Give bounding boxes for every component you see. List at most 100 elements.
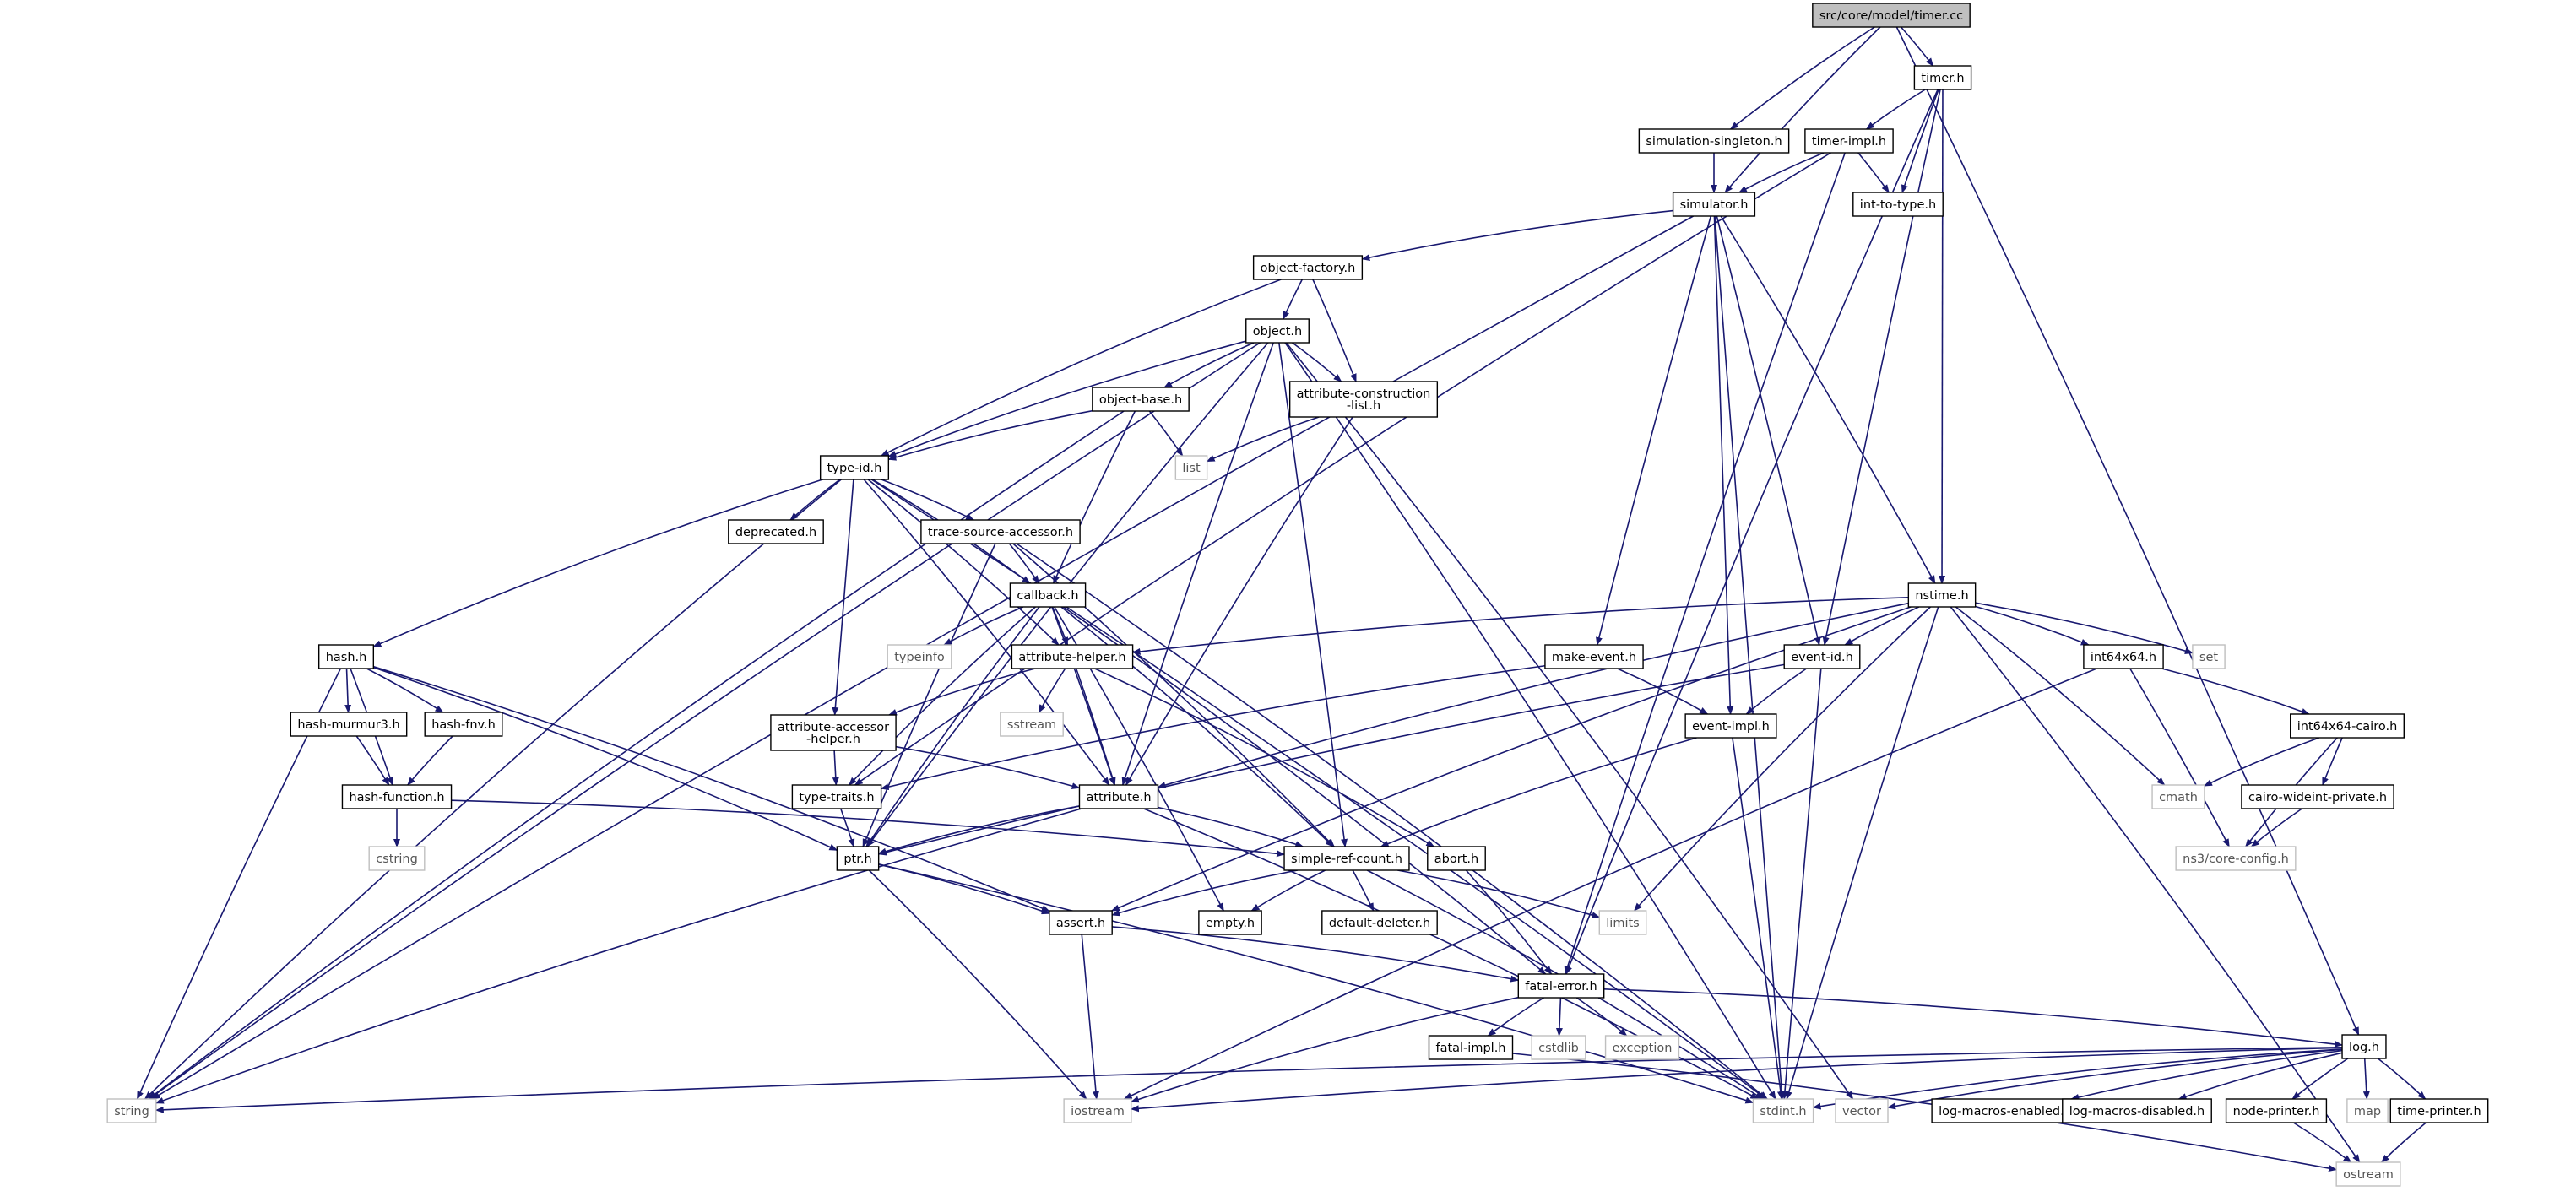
edge-timer-h-to-timer-impl-h	[1865, 89, 1926, 130]
node-object-base-h[interactable]: object-base.h	[1092, 387, 1190, 412]
node-hash-function-h[interactable]: hash-function.h	[341, 784, 453, 809]
edge-timer-cc-to-simulator-h	[1724, 26, 1881, 193]
node-fatal-impl-h[interactable]: fatal-impl.h	[1428, 1035, 1514, 1060]
node-default-deleter-h[interactable]: default-deleter.h	[1321, 910, 1438, 935]
node-object-h[interactable]: object.h	[1245, 318, 1310, 344]
node-cairo-wideint-private-h[interactable]: cairo-wideint-private.h	[2241, 784, 2394, 809]
node-int64x64-cairo-h[interactable]: int64x64-cairo.h	[2290, 713, 2405, 739]
node-box	[2241, 784, 2394, 809]
node-label: trace-source-accessor.h	[928, 526, 1073, 539]
edge-nstime-h-to-ostream	[1950, 606, 2361, 1163]
node-label: fatal-impl.h	[1435, 1042, 1505, 1055]
node-node-printer-h[interactable]: node-printer.h	[2225, 1098, 2328, 1123]
node-cstring: cstring	[368, 846, 426, 871]
node-timer-impl-h[interactable]: timer-impl.h	[1804, 128, 1894, 154]
node-fatal-error-h[interactable]: fatal-error.h	[1517, 973, 1605, 999]
node-label: event-id.h	[1791, 651, 1853, 664]
node-log-macros-enabled-h[interactable]: log-macros-enabled.h	[1931, 1098, 2080, 1123]
node-callback-h[interactable]: callback.h	[1009, 582, 1087, 608]
node-make-event-h[interactable]: make-event.h	[1544, 644, 1644, 669]
node-label: limits	[1606, 917, 1639, 930]
node-object-factory-h[interactable]: object-factory.h	[1252, 255, 1364, 280]
node-log-h[interactable]: log.h	[2341, 1034, 2387, 1059]
node-simulation-singleton-h[interactable]: simulation-singleton.h	[1638, 128, 1790, 154]
node-box	[2335, 1161, 2401, 1187]
node-ptr-h[interactable]: ptr.h	[836, 846, 880, 871]
edge-object-h-to-attribute-h	[1121, 342, 1274, 786]
edge-event-id-h-to-ptr-h	[877, 663, 1785, 856]
edge-simulator-h-to-make-event-h	[1596, 215, 1712, 646]
node-box	[368, 846, 426, 871]
edge-cairo-wideint-private-h-to-ns3-core-config-h	[2250, 808, 2302, 847]
node-box	[2192, 644, 2226, 669]
node-int-to-type-h[interactable]: int-to-type.h	[1852, 192, 1944, 217]
edge-log-h-to-vector	[1887, 1048, 2343, 1110]
node-hash-fnv-h[interactable]: hash-fnv.h	[424, 712, 503, 737]
node-timer-cc[interactable]: src/core/model/timer.cc	[1812, 3, 1971, 28]
node-attribute-accessor-helper-h[interactable]: attribute-accessor-helper.h	[770, 714, 897, 751]
node-hash-h[interactable]: hash.h	[317, 644, 375, 669]
node-trace-source-accessor-h[interactable]: trace-source-accessor.h	[920, 519, 1081, 544]
node-attribute-construction-list-h[interactable]: attribute-construction-list.h	[1288, 381, 1439, 418]
edge-nstime-h-to-limits	[1633, 606, 1931, 912]
node-box	[1198, 910, 1262, 935]
node-label: cstring	[376, 853, 418, 866]
edge-attribute-helper-h-to-attribute-h	[1075, 668, 1116, 786]
node-typeinfo: typeinfo	[887, 644, 952, 669]
node-box	[2083, 644, 2164, 669]
node-time-printer-h[interactable]: time-printer.h	[2389, 1098, 2489, 1123]
node-label: attribute.h	[1086, 791, 1151, 804]
node-label: set	[2199, 651, 2218, 664]
edge-hash-h-to-ptr-h	[373, 666, 838, 851]
node-label: nstime.h	[1915, 589, 1968, 603]
node-timer-h[interactable]: timer.h	[1913, 65, 1972, 90]
node-hash-murmur3-h[interactable]: hash-murmur3.h	[290, 712, 408, 737]
edge-object-h-to-stdint-h	[1284, 342, 1776, 1100]
edge-callback-h-to-attribute-h	[1051, 606, 1116, 786]
node-simple-ref-count-h[interactable]: simple-ref-count.h	[1283, 846, 1410, 871]
edge-callback-h-to-ptr-h	[865, 606, 1040, 847]
node-empty-h[interactable]: empty.h	[1198, 910, 1262, 935]
edge-nstime-h-to-int64x64-h	[1975, 605, 2090, 646]
node-label: string	[114, 1105, 149, 1118]
node-label: simple-ref-count.h	[1291, 853, 1402, 866]
node-box	[2346, 1098, 2389, 1123]
edge-hash-function-h-to-simple-ref-count-h	[451, 799, 1286, 858]
node-int64x64-h[interactable]: int64x64.h	[2083, 644, 2164, 669]
node-box	[2062, 1098, 2212, 1123]
node-box	[1783, 644, 1861, 669]
node-event-impl-h[interactable]: event-impl.h	[1684, 713, 1777, 739]
edge-nstime-h-to-set	[1975, 602, 2194, 654]
edge-attribute-construction-list-h-to-attribute-h	[1125, 416, 1353, 786]
edge-attribute-h-to-string	[155, 808, 1082, 1104]
edge-type-id-h-to-deprecated-h	[789, 479, 841, 521]
node-box	[1852, 192, 1944, 217]
node-attribute-h[interactable]: attribute.h	[1078, 784, 1159, 809]
edge-simulator-h-to-event-impl-h	[1713, 215, 1734, 715]
node-deprecated-h[interactable]: deprecated.h	[728, 519, 824, 544]
node-assert-h[interactable]: assert.h	[1049, 910, 1113, 935]
node-label: stdint.h	[1760, 1105, 1806, 1118]
node-label: timer.h	[1921, 72, 1964, 85]
node-type-id-h[interactable]: type-id.h	[819, 455, 890, 480]
edge-callback-h-to-fatal-error-h	[1062, 606, 1547, 975]
edge-object-factory-h-to-attribute-construction-list-h	[1312, 279, 1357, 382]
edge-nstime-h-to-cmath	[1955, 606, 2166, 786]
node-event-id-h[interactable]: event-id.h	[1783, 644, 1861, 669]
edge-attribute-helper-h-to-sstream	[1038, 668, 1066, 713]
edge-nstime-h-to-attribute-helper-h	[1131, 597, 1909, 655]
node-type-traits-h[interactable]: type-traits.h	[791, 784, 882, 809]
node-box	[1544, 644, 1644, 669]
node-box	[290, 712, 408, 737]
node-simulator-h[interactable]: simulator.h	[1672, 192, 1756, 217]
edge-event-impl-h-to-stdint-h	[1732, 737, 1784, 1100]
node-attribute-helper-h[interactable]: attribute-helper.h	[1011, 644, 1134, 669]
node-box	[2290, 713, 2405, 739]
node-log-macros-disabled-h[interactable]: log-macros-disabled.h	[2062, 1098, 2212, 1123]
node-abort-h[interactable]: abort.h	[1427, 846, 1486, 871]
edge-simple-ref-count-h-to-assert-h	[1111, 869, 1299, 917]
edge-simulator-h-to-event-id-h	[1716, 215, 1821, 646]
edge-assert-h-to-iostream	[1081, 934, 1099, 1100]
node-nstime-h[interactable]: nstime.h	[1907, 582, 1977, 608]
edge-hash-murmur3-h-to-hash-function-h	[355, 735, 390, 786]
